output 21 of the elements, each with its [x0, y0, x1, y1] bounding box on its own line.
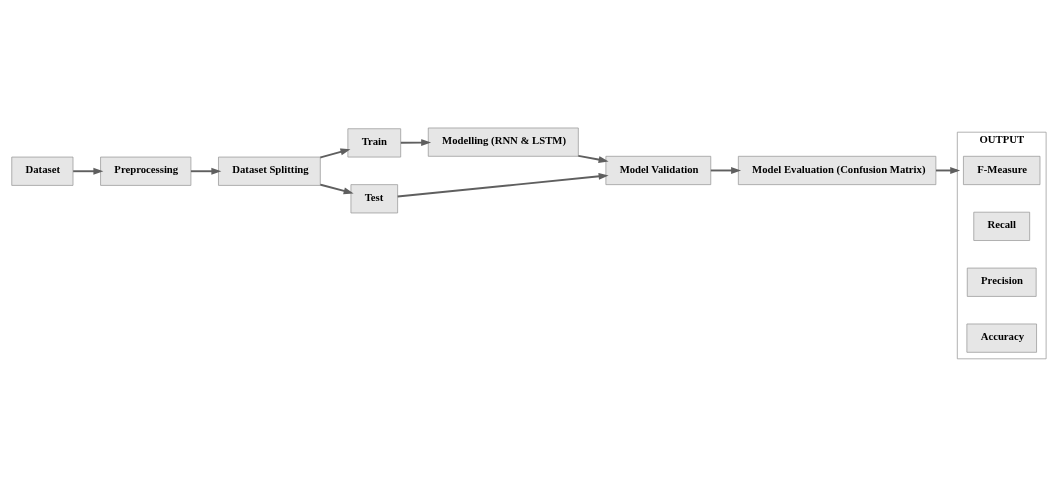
node-box: Preprocessing [100, 156, 192, 186]
node-box: Dataset Splitting [218, 156, 321, 186]
arrow [396, 172, 609, 198]
arrow [709, 167, 742, 174]
arrow [577, 154, 609, 164]
arrow [190, 167, 222, 175]
node-box: F-Measure [963, 155, 1041, 185]
arrow [935, 167, 961, 174]
arrow [319, 183, 354, 195]
node-box: Train [347, 128, 402, 158]
node-box: Model Validation [605, 155, 712, 185]
node-box: Model Evaluation (Confusion Matrix) [737, 155, 937, 185]
node-box: Recall [973, 211, 1031, 241]
node-box: Modelling (RNN & LSTM) [427, 127, 579, 157]
node-box: Dataset [11, 156, 74, 186]
arrow [72, 167, 104, 175]
node-box: Precision [966, 267, 1037, 297]
arrow [319, 148, 351, 159]
node-box: Test [350, 184, 398, 214]
node-box: Accuracy [966, 323, 1037, 353]
arrow [399, 139, 432, 147]
